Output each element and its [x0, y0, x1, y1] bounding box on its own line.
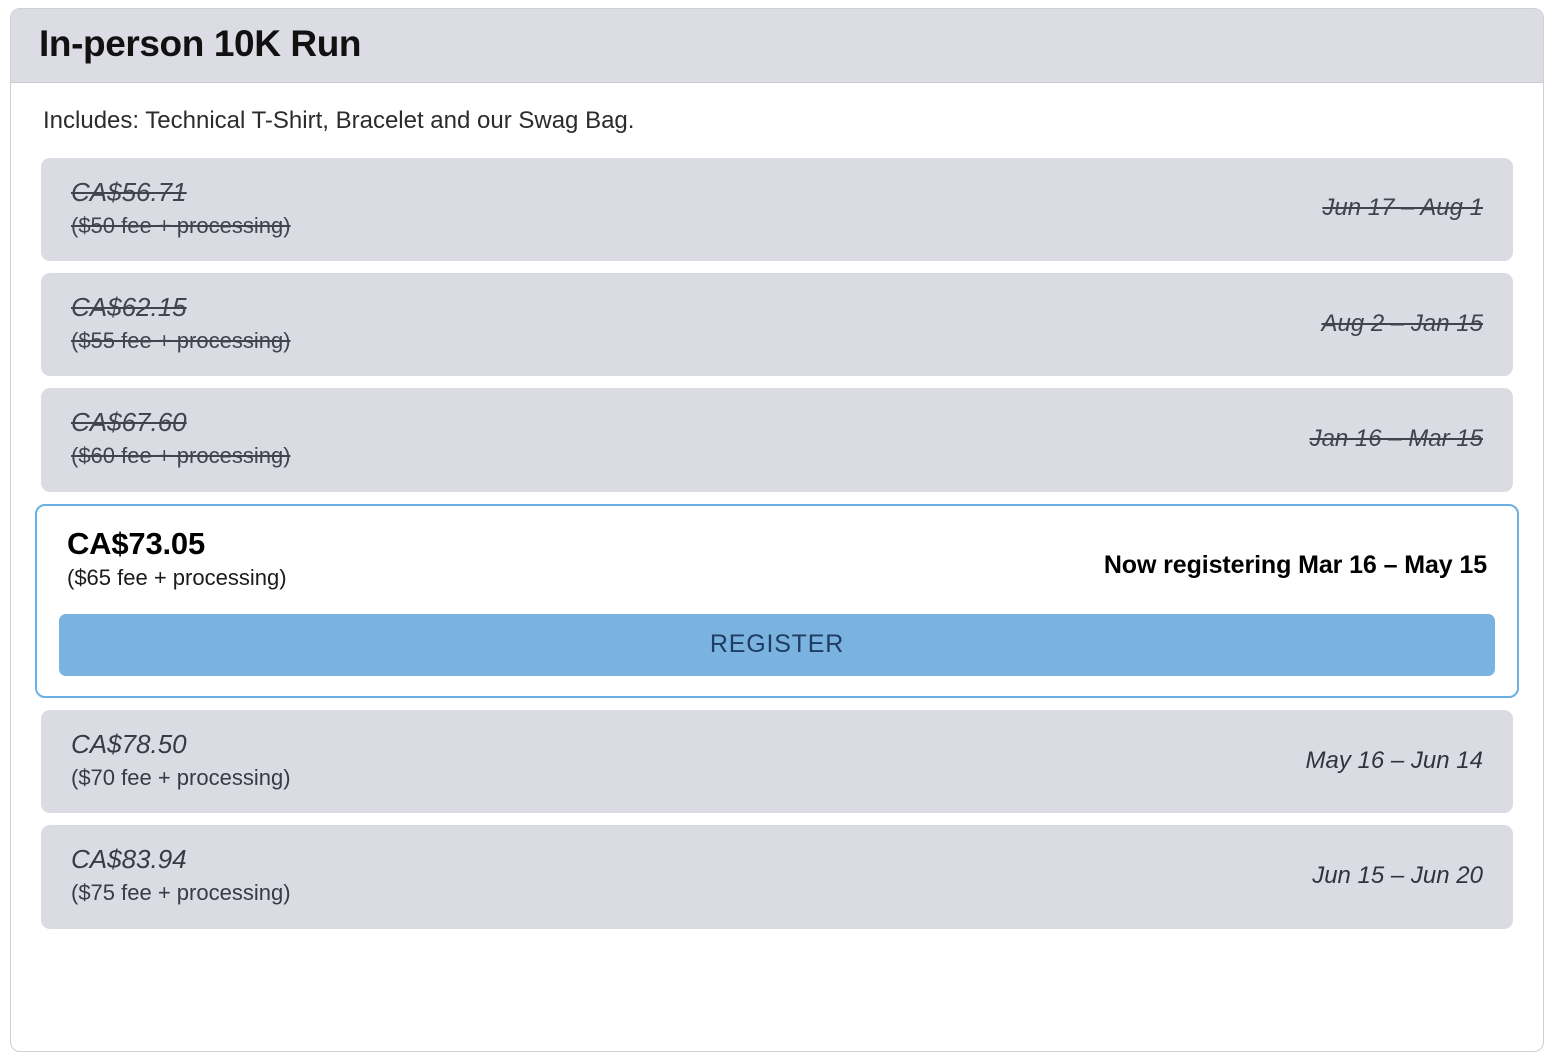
- tier-date-range: Aug 2 – Jan 15: [1321, 309, 1483, 337]
- tier-price-group: CA$56.71 ($50 fee + processing): [71, 176, 291, 239]
- tier-price: CA$73.05: [67, 525, 205, 561]
- pricing-tier-row-active: CA$73.05 ($65 fee + processing) Now regi…: [35, 503, 1519, 699]
- pricing-tier-row: CA$83.94 ($75 fee + processing) Jun 15 –…: [41, 825, 1513, 929]
- tier-date-range: May 16 – Jun 14: [1305, 746, 1483, 774]
- register-button[interactable]: REGISTER: [59, 613, 1495, 677]
- tier-price-group: CA$73.05 ($65 fee + processing): [67, 526, 287, 592]
- tier-date-range: Jun 15 – Jun 20: [1312, 862, 1483, 890]
- tier-price: CA$67.60: [71, 407, 187, 438]
- tier-price: CA$62.15: [71, 292, 187, 323]
- tier-fee-note: ($55 fee + processing): [71, 327, 291, 353]
- tier-price-group: CA$62.15 ($55 fee + processing): [71, 292, 291, 354]
- tier-price: CA$56.71: [71, 176, 187, 207]
- tier-price: CA$78.50: [71, 729, 187, 760]
- tier-date-range: Jan 16 – Mar 15: [1309, 424, 1483, 452]
- card-body: Includes: Technical T-Shirt, Bracelet an…: [11, 83, 1543, 1051]
- tier-date-range: Jun 17 – Aug 1: [1322, 194, 1483, 222]
- pricing-tier-list: CA$56.71 ($50 fee + processing) Jun 17 –…: [35, 157, 1519, 929]
- tier-fee-note: ($70 fee + processing): [71, 765, 291, 790]
- event-pricing-card: In-person 10K Run Includes: Technical T-…: [10, 8, 1544, 1052]
- tier-price-group: CA$78.50 ($70 fee + processing): [71, 729, 291, 791]
- pricing-tier-row: CA$67.60 ($60 fee + processing) Jan 16 –…: [41, 388, 1513, 492]
- tier-fee-note: ($75 fee + processing): [71, 880, 291, 906]
- tier-fee-note: ($50 fee + processing): [71, 212, 291, 238]
- card-header: In-person 10K Run: [11, 9, 1543, 83]
- tier-fee-note: ($60 fee + processing): [71, 443, 291, 469]
- pricing-tier-row: CA$62.15 ($55 fee + processing) Aug 2 – …: [41, 273, 1513, 377]
- active-tier-header: CA$73.05 ($65 fee + processing) Now regi…: [59, 522, 1495, 592]
- page-title: In-person 10K Run: [39, 23, 362, 64]
- tier-price-group: CA$67.60 ($60 fee + processing): [71, 407, 291, 469]
- tier-price-group: CA$83.94 ($75 fee + processing): [71, 844, 291, 906]
- includes-description: Includes: Technical T-Shirt, Bracelet an…: [43, 106, 635, 134]
- tier-fee-note: ($65 fee + processing): [67, 565, 287, 591]
- now-registering-label: Now registering Mar 16 – May 15: [1103, 551, 1487, 580]
- tier-price: CA$83.94: [71, 844, 187, 875]
- pricing-tier-row: CA$56.71 ($50 fee + processing) Jun 17 –…: [41, 157, 1513, 262]
- pricing-tier-row: CA$78.50 ($70 fee + processing) May 16 –…: [41, 710, 1513, 814]
